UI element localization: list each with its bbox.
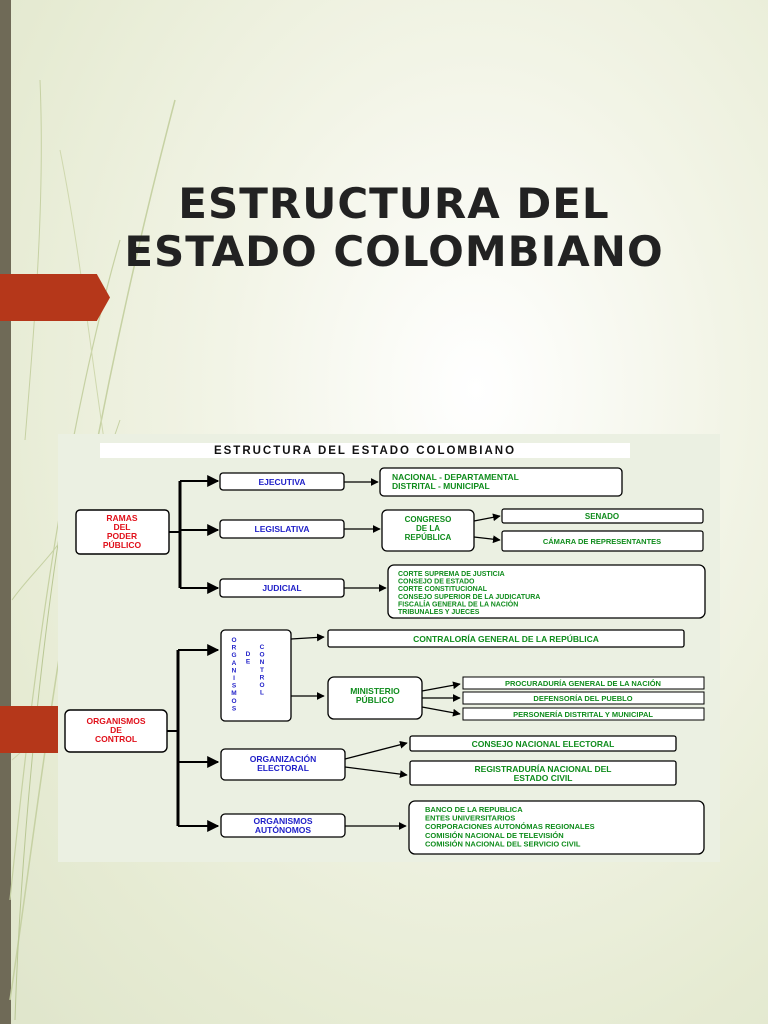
- ministerio-line-1: MINISTERIO: [350, 686, 400, 696]
- autonomos-item: ENTES UNIVERSITARIOS: [425, 814, 515, 823]
- vertical-letter: G: [231, 652, 236, 659]
- org-electoral-box: [220, 748, 346, 781]
- procuraduria-box: [462, 676, 705, 690]
- state-structure-diagram: ESTRUCTURA DEL ESTADO COLOMBIANO RAMAS D…: [64, 443, 706, 855]
- org-autonomos-line-1: ORGANISMOS: [253, 816, 312, 826]
- autonomos-item: COMISIÓN NACIONAL DE TELEVISIÓN: [425, 831, 564, 840]
- congreso-line-2: DE LA: [416, 524, 440, 533]
- diagram-header: ESTRUCTURA DEL ESTADO COLOMBIANO: [214, 445, 516, 457]
- org-autonomos-line-2: AUTÓNOMOS: [255, 824, 312, 835]
- autonomos-item: CORPORACIONES AUTONÓMAS REGIONALES: [425, 822, 595, 831]
- organismos-control-line-3: CONTROL: [95, 734, 137, 744]
- vertical-letter: R: [260, 674, 265, 681]
- judicial-item: CORTE SUPREMA DE JUSTICIA: [398, 571, 505, 578]
- arrow-procuraduria: [421, 681, 461, 692]
- cne-box: [409, 735, 677, 752]
- ejecutiva-detail-line-1: NACIONAL - DEPARTAMENTAL: [392, 472, 519, 482]
- senado-label: SENADO: [585, 512, 619, 521]
- title-line-2: ESTADO COLOMBIANO: [124, 227, 664, 276]
- organismos-control-line-1: ORGANISMOS: [86, 716, 145, 726]
- congreso-line-1: CONGRESO: [405, 515, 452, 524]
- ramas-line-2: DEL: [114, 522, 131, 532]
- title-line-1: ESTRUCTURA DEL: [178, 179, 610, 228]
- congreso-box: [381, 509, 475, 552]
- senado-box: [501, 508, 704, 524]
- judicial-item: CONSEJO SUPERIOR DE LA JUDICATURA: [398, 594, 540, 601]
- vertical-letter: S: [232, 705, 237, 712]
- contraloria-label: CONTRALORÍA GENERAL DE LA REPÚBLICA: [413, 633, 599, 644]
- ramas-line-4: PÚBLICO: [103, 539, 142, 550]
- vertical-letter: C: [260, 644, 265, 651]
- org-electoral-line-2: ELECTORAL: [257, 763, 309, 773]
- defensoria-box: [462, 691, 705, 705]
- ramas-line-3: PODER: [107, 531, 137, 541]
- judicial-item: FISCALÍA GENERAL DE LA NACIÓN: [398, 599, 518, 608]
- accent-arrow-shape: [0, 274, 110, 321]
- accent-bar-shape: [0, 706, 62, 753]
- judicial-items-box: [387, 564, 706, 619]
- org-electoral-line-1: ORGANIZACIÓN: [250, 753, 317, 764]
- vertical-letter: S: [232, 683, 237, 690]
- judicial-item: TRIBUNALES Y JUECES: [398, 609, 480, 616]
- vertical-letter: M: [231, 690, 236, 697]
- vertical-letter: T: [260, 667, 264, 674]
- congreso-line-3: REPÚBLICA: [405, 533, 452, 542]
- camara-box: [501, 530, 704, 552]
- vertical-letter: R: [232, 645, 237, 652]
- arrow-senado: [473, 513, 501, 522]
- vertical-letter: E: [246, 659, 251, 666]
- registraduria-line-1: REGISTRADURÍA NACIONAL DEL: [475, 764, 612, 774]
- vertical-letter: N: [232, 667, 237, 674]
- legislativa-label: LEGISLATIVA: [255, 524, 310, 534]
- ejecutiva-detail-box: [379, 467, 623, 497]
- ejecutiva-label: EJECUTIVA: [258, 477, 305, 487]
- vertical-letter: O: [231, 698, 236, 705]
- left-side-bar: [0, 0, 11, 1024]
- autonomos-item: BANCO DE LA REPUBLICA: [425, 805, 523, 814]
- arrow-personeria: [421, 706, 461, 717]
- contraloria-box: [327, 629, 685, 648]
- ministerio-line-2: PÚBLICO: [356, 694, 395, 705]
- vertical-letter: N: [260, 659, 265, 666]
- organismos-vertical-box: [220, 629, 292, 722]
- judicial-item: CORTE CONSTITUCIONAL: [398, 586, 488, 593]
- arrow-camara: [473, 535, 501, 544]
- ejecutiva-detail-line-2: DISTRITAL - MUNICIPAL: [392, 481, 490, 491]
- registraduria-box: [409, 760, 677, 786]
- arrow-contraloria: [290, 633, 325, 642]
- vertical-letter: O: [231, 637, 236, 644]
- diagram-header-box: [100, 443, 630, 458]
- defensoria-label: DEFENSORÍA DEL PUEBLO: [533, 694, 632, 703]
- vertical-letter: O: [259, 652, 264, 659]
- personeria-label: PERSONERÍA DISTRITAL Y MUNICIPAL: [513, 710, 653, 719]
- cne-label: CONSEJO NACIONAL ELECTORAL: [472, 739, 615, 749]
- autonomos-item: COMISIÓN NACIONAL DEL SERVICIO CIVIL: [425, 839, 581, 848]
- judicial-label: JUDICIAL: [262, 583, 301, 593]
- personeria-box: [462, 707, 705, 721]
- organismos-control-line-2: DE: [110, 725, 122, 735]
- ramas-line-1: RAMAS: [106, 513, 137, 523]
- vertical-letter: O: [259, 682, 264, 689]
- arrow-cne: [344, 740, 408, 760]
- arrow-registraduria: [344, 766, 408, 778]
- slide-title: ESTRUCTURA DEL ESTADO COLOMBIANO: [60, 180, 728, 276]
- vertical-letter: D: [246, 651, 251, 658]
- registraduria-line-2: ESTADO CIVIL: [514, 773, 573, 783]
- autonomos-items-box: [408, 800, 705, 855]
- diagram-panel: ESTRUCTURA DEL ESTADO COLOMBIANO RAMAS D…: [58, 434, 720, 862]
- vertical-letter: A: [232, 660, 237, 667]
- vertical-letter: I: [233, 675, 235, 682]
- vertical-letter: L: [260, 690, 264, 697]
- camara-label: CÁMARA DE REPRESENTANTES: [543, 537, 661, 546]
- procuraduria-label: PROCURADURÍA GENERAL DE LA NACIÓN: [505, 679, 661, 688]
- judicial-item: CONSEJO DE ESTADO: [398, 579, 475, 586]
